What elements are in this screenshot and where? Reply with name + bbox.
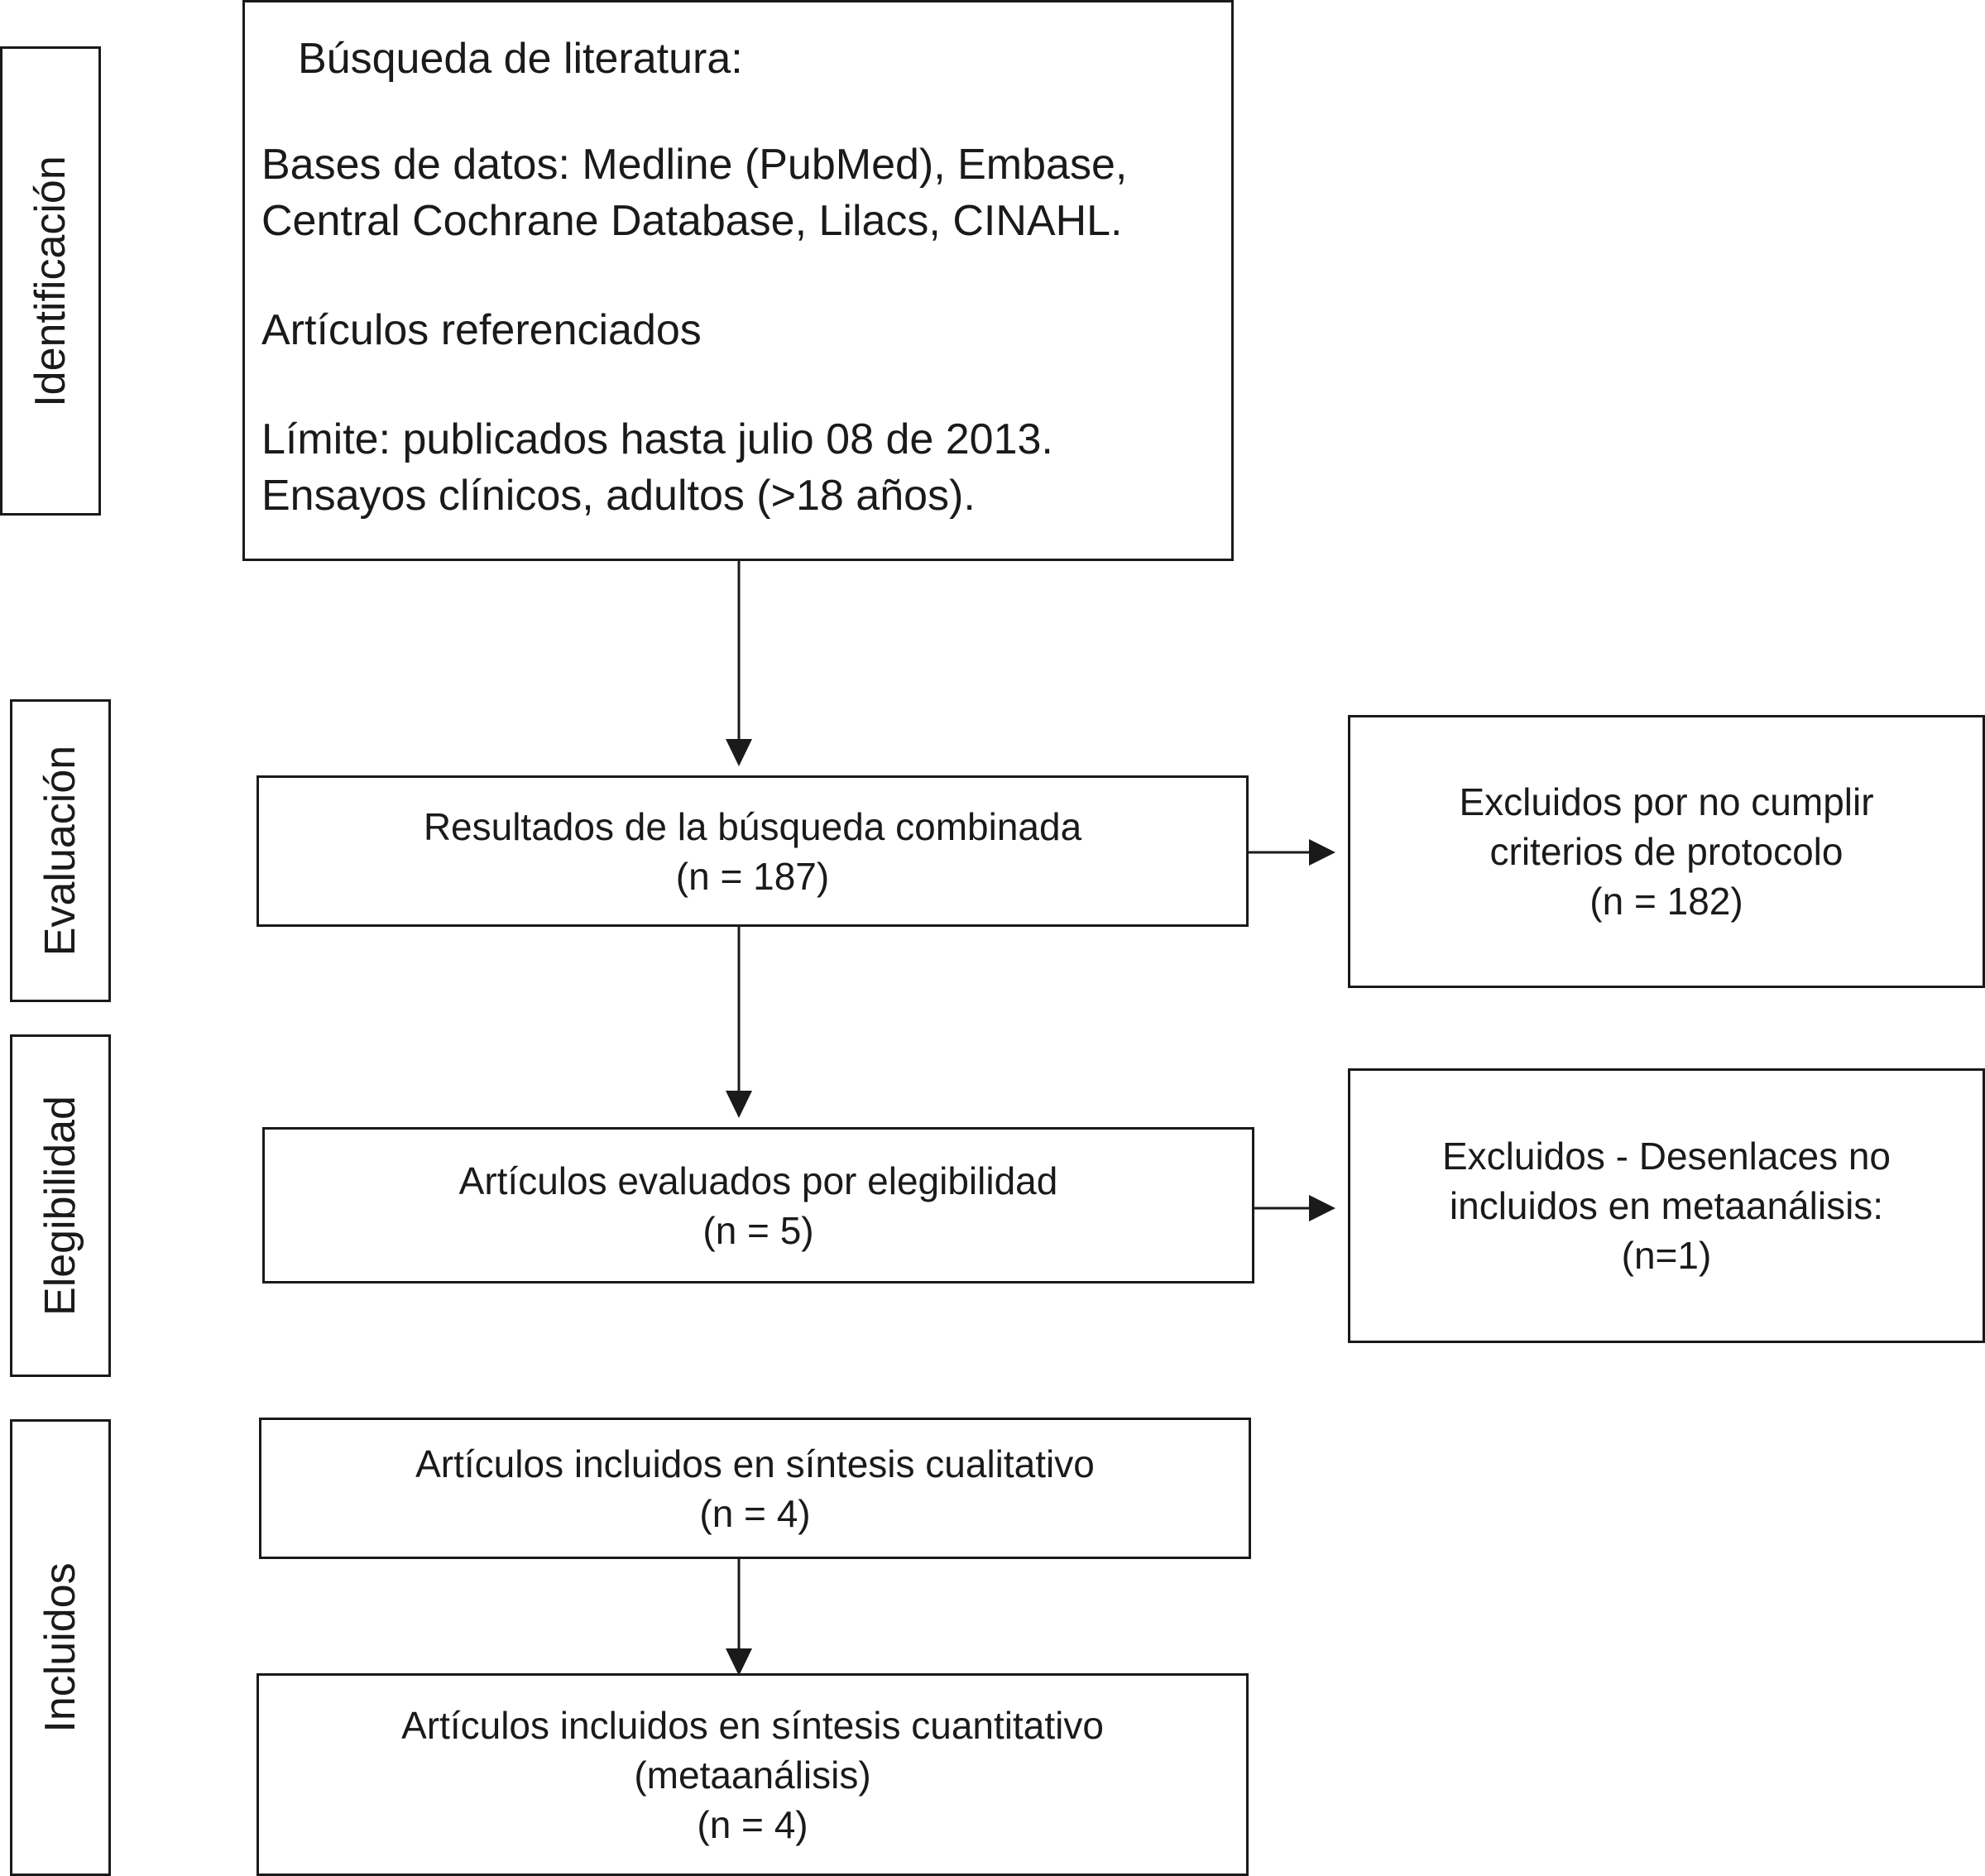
arrow-combined-to-excluded <box>1249 839 1335 866</box>
search-databases-line2: Central Cochrane Database, Lilacs, CINAH… <box>261 197 1123 245</box>
combined-results-label: Resultados de la búsqueda combinada <box>423 804 1082 848</box>
combined-results-box: Resultados de la búsqueda combinada (n =… <box>257 775 1249 927</box>
arrow-eligibility-to-excluded <box>1249 1195 1335 1221</box>
stage-evaluacion: Evaluación <box>10 699 111 1002</box>
eligibility-count: (n = 5) <box>702 1208 814 1252</box>
search-databases-line1: Bases de datos: Medline (PubMed), Embase… <box>261 141 1128 189</box>
stage-identificacion: Identificación <box>0 46 101 516</box>
search-limit-line1: Límite: publicados hasta julio 08 de 201… <box>261 415 1053 463</box>
search-referenced: Artículos referenciados <box>261 306 702 354</box>
qualitative-synthesis-count: (n = 4) <box>699 1491 811 1535</box>
search-title: Búsqueda de literatura: <box>298 35 743 83</box>
qualitative-synthesis-box: Artículos incluidos en síntesis cualitat… <box>259 1418 1251 1559</box>
quantitative-synthesis-count: (n = 4) <box>697 1802 808 1846</box>
stage-incluidos: Incluidos <box>10 1419 111 1876</box>
excluded-protocol-box: Excluidos por no cumplir criterios de pr… <box>1348 715 1985 988</box>
excluded-protocol-line1: Excluidos por no cumplir <box>1459 780 1874 823</box>
qualitative-synthesis-label: Artículos incluidos en síntesis cualitat… <box>415 1442 1095 1485</box>
excluded-outcomes-line2: incluidos en metaanálisis: <box>1449 1184 1884 1227</box>
excluded-outcomes-line1: Excluidos - Desenlaces no <box>1441 1135 1892 1178</box>
quantitative-synthesis-sublabel: (metaanálisis) <box>634 1753 871 1797</box>
arrow-combined-to-eligibility <box>726 926 752 1118</box>
quantitative-synthesis-box: Artículos incluidos en síntesis cuantita… <box>257 1673 1249 1876</box>
literature-search-box: Búsqueda de literatura: Bases de datos: … <box>242 0 1234 561</box>
eligibility-box: Artículos evaluados por elegibilidad (n … <box>262 1127 1254 1283</box>
combined-results-count: (n = 187) <box>675 854 830 898</box>
stage-elegibilidad: Elegibilidad <box>10 1034 111 1377</box>
eligibility-label: Artículos evaluados por elegibilidad <box>458 1159 1058 1202</box>
excluded-outcomes-box: Excluidos - Desenlaces no incluidos en m… <box>1348 1068 1985 1343</box>
quantitative-synthesis-label: Artículos incluidos en síntesis cuantita… <box>401 1703 1104 1747</box>
excluded-protocol-line2: criterios de protocolo <box>1489 830 1844 873</box>
search-limit-line2: Ensayos clínicos, adultos (>18 años). <box>261 472 976 520</box>
arrow-search-to-combined <box>726 559 752 766</box>
excluded-protocol-count: (n = 182) <box>1589 880 1743 923</box>
excluded-outcomes-count: (n=1) <box>1621 1234 1712 1277</box>
arrow-qualitative-to-quantitative <box>726 1558 752 1676</box>
